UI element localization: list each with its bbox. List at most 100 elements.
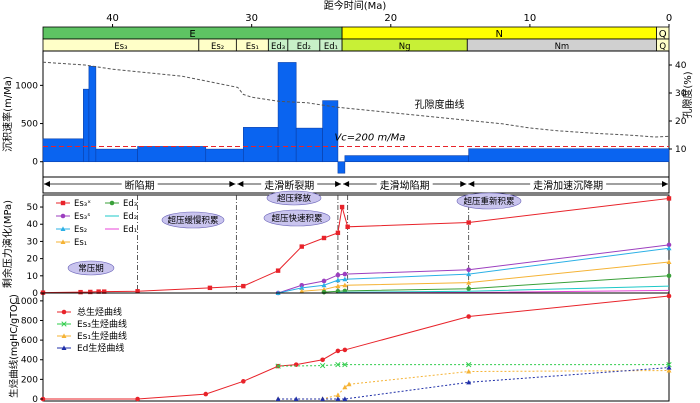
pressure-point [275,268,281,273]
pressure-point [241,283,246,289]
porosity-ylabel: 孔隙度(%) [681,71,694,118]
stage-period-label: 走滑断裂期 [264,179,314,192]
hc-point [466,368,472,374]
pressure-point [666,259,672,265]
hc-legend-marker [61,309,67,315]
pressure-point [207,285,213,291]
hc-point [319,362,326,369]
hc-point [135,396,140,402]
pressure-point [335,277,341,283]
sed-ylabel: 沉积速率(m/Ma) [1,76,14,152]
stage-label-bg [530,178,607,191]
hc-point [342,384,348,390]
hc-ytick-label: 1000 [15,297,38,307]
stage-arrow-head-left [237,181,244,187]
hc-point [335,392,341,398]
hc-point [241,379,246,384]
stage-label: Ed₁ [324,42,338,52]
hc-point [466,379,472,385]
stage-label: Es₁ [246,42,259,52]
stage-label: Es₂ [211,42,224,52]
period-label: E [189,29,195,40]
pressure-point [299,285,305,290]
pressure-point [299,244,304,249]
porosity-ytick-label: 20 [675,117,687,127]
hc-point [335,396,341,401]
stage-arrow-head-right [229,181,236,187]
stage-label: Ng [399,42,411,52]
stage-period-label: 走滑坳陷期 [380,179,430,192]
pressure-point [466,286,471,292]
porosity-curve [42,61,670,138]
sed-rate-bar [337,161,346,174]
time-scale-header: 距今时间(Ma) [324,0,387,12]
pressure-legend-label: Ed₂ [123,212,137,222]
pressure-point [135,289,140,294]
pressure-point [335,230,341,236]
pressure-point [335,283,341,289]
pressure-phase-label: 超压重新积累 [463,196,514,207]
stage-period-label: 走滑加速沉降期 [533,179,603,192]
stage-arrow-head-left [343,181,350,187]
pressure-legend-label: Es₂ [74,225,87,235]
sed-rate-bar [243,127,279,163]
stage-label: Ed₂ [297,42,311,52]
pressure-series-line [337,285,670,293]
hc-ytick-label: 400 [21,356,38,366]
hc-point [666,367,672,373]
sed-rate-bar [88,65,97,163]
pressure-ytick-label: 0 [32,289,38,299]
hc-series-line [43,295,670,400]
pressure-point [339,204,345,210]
sed-ytick-label: 1000 [15,81,38,91]
time-tick-label: 20 [384,13,397,24]
pressure-phase-bubble [456,192,522,210]
pressure-phase-bubble [263,209,331,227]
time-axis-title: 距今时间(Ma) [324,0,387,12]
sed-rate-bar [83,88,90,163]
pressure-phase-bubble [67,260,115,276]
hc-ytick-label: 800 [21,316,38,326]
porosity-curve-label: 孔隙度曲线 [414,98,464,111]
hc-point [320,396,326,401]
hc-ytick-label: 0 [32,395,38,403]
sed-rate-bar [137,146,207,163]
pressure-point [78,289,83,295]
hc-ylabel: 生烃曲线(mgHC/gTOC) [8,294,20,398]
pressure-point [345,224,350,230]
hc-point [203,391,209,397]
period-label: N [496,29,503,40]
pressure-point [466,280,472,285]
pressure-ylabel: 剩余压力演化(MPa) [1,200,14,288]
time-tick-label: 30 [245,13,258,24]
pressure-legend-marker [60,200,66,206]
pressure-point [321,289,327,295]
hc-point [466,361,472,368]
pressure-point [666,245,672,251]
time-tick-label: 0 [666,13,672,24]
hc-legend-marker [61,321,67,327]
hc-point [666,293,672,299]
stage-arrow-head-left [468,181,475,187]
hc-point [320,357,325,363]
stage-label-bg [376,178,433,191]
hc-frame [42,292,670,402]
pressure-point [321,235,327,241]
pressure-point [466,267,471,273]
pressure-phase-bubble [161,211,225,229]
pressure-point [299,288,305,294]
stage-label: Es₃ [114,42,127,52]
sed-ytick-label: 0 [32,158,38,168]
time-tick-label: 40 [106,13,119,24]
pressure-series-line [42,197,670,294]
stage-label: Q [659,42,666,52]
pressure-point [466,220,471,225]
pressure-ytick-label: 10 [27,272,39,282]
hc-point [293,396,299,401]
pressure-point [335,272,341,278]
hc-point [335,361,341,368]
critical-rate-label: Vc=200 m/Ma [334,132,405,143]
hydrocarbon-generation-panel: 02004006008001000生烃曲线(mgHC/gTOC)总生烃曲线Es₃… [8,292,672,403]
pressure-point [466,271,472,277]
porosity-ytick-label: 10 [675,145,687,155]
